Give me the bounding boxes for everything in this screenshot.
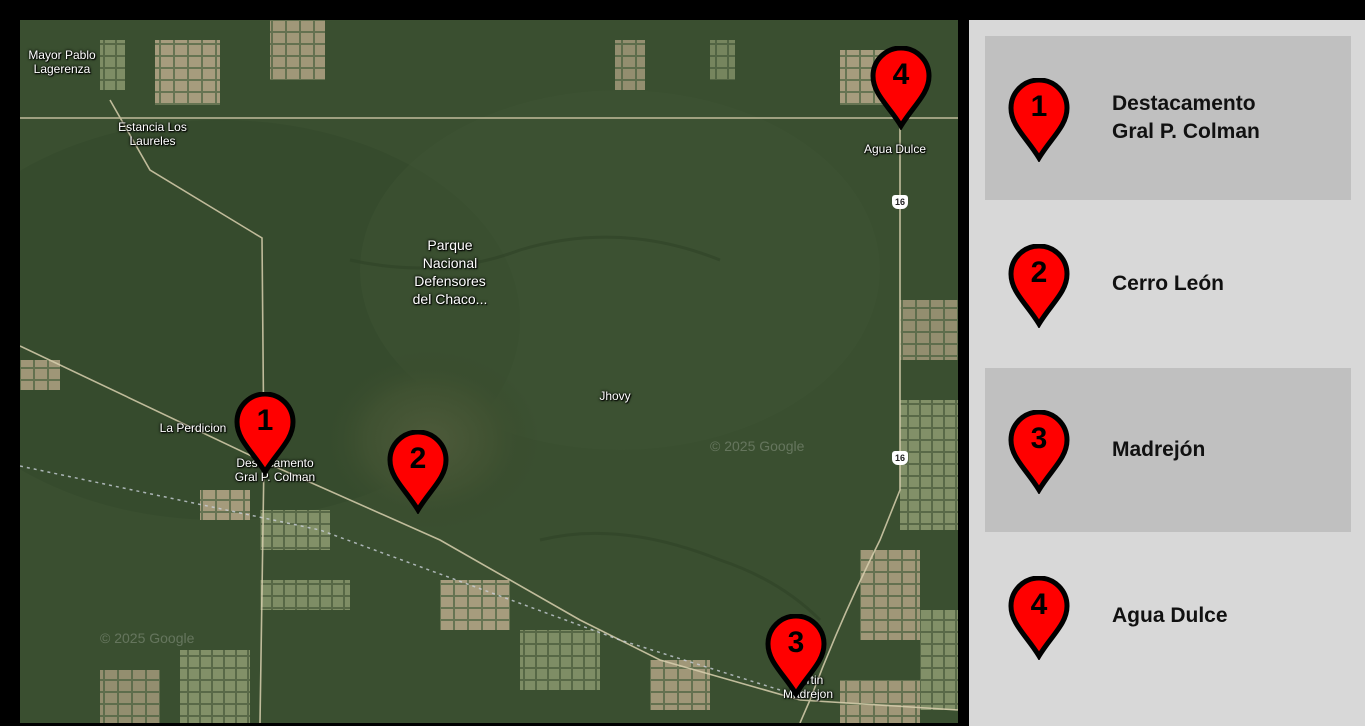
legend-item-3[interactable]: 3 Madrejón	[985, 368, 1351, 532]
map-pin-icon	[765, 614, 827, 698]
map-pin-icon	[1008, 410, 1070, 494]
map-pin-icon	[1008, 244, 1070, 328]
map-pin-icon	[1008, 576, 1070, 660]
legend-item-4[interactable]: 4 Agua Dulce	[985, 534, 1351, 698]
legend-item-1[interactable]: 1 Destacamento Gral P. Colman	[985, 36, 1351, 200]
satellite-map[interactable]: Mayor Pablo Lagerenza Estancia Los Laure…	[20, 20, 958, 723]
legend-label: Agua Dulce	[1112, 604, 1228, 627]
legend-pin-number: 4	[1030, 588, 1048, 621]
pin-number: 4	[892, 58, 910, 91]
route-shield-icon: 16	[892, 451, 908, 465]
legend-pin-number: 2	[1030, 256, 1048, 289]
map-watermark: © 2025 Google	[100, 630, 195, 646]
map-pin-icon	[1008, 78, 1070, 162]
legend-pin-number: 3	[1030, 422, 1048, 455]
terrain-layer	[20, 20, 958, 723]
route-shield-icon: 16	[892, 195, 908, 209]
map-legend: 1 Destacamento Gral P. Colman 2 Cerro Le…	[969, 20, 1365, 726]
pin-number: 1	[256, 404, 274, 437]
roads	[20, 99, 958, 723]
legend-pin-number: 1	[1030, 90, 1048, 123]
legend-label: Cerro León	[1112, 272, 1225, 295]
pin-number: 3	[787, 626, 805, 659]
map-pin-icon	[870, 46, 932, 130]
map-pin-icon	[234, 392, 296, 476]
map-watermark: © 2025 Google	[710, 438, 805, 454]
map-pin-3[interactable]: 3	[764, 614, 828, 698]
map-pin-icon	[387, 430, 449, 514]
legend-item-2[interactable]: 2 Cerro León	[985, 202, 1351, 366]
map-pin-1[interactable]: 1	[233, 392, 297, 476]
legend-label: Destacamento Gral P. Colman	[1112, 92, 1260, 143]
pin-number: 2	[409, 442, 427, 475]
map-pin-2[interactable]: 2	[386, 430, 450, 514]
map-pin-4[interactable]: 4	[869, 46, 933, 130]
legend-label: Madrejón	[1112, 438, 1206, 461]
